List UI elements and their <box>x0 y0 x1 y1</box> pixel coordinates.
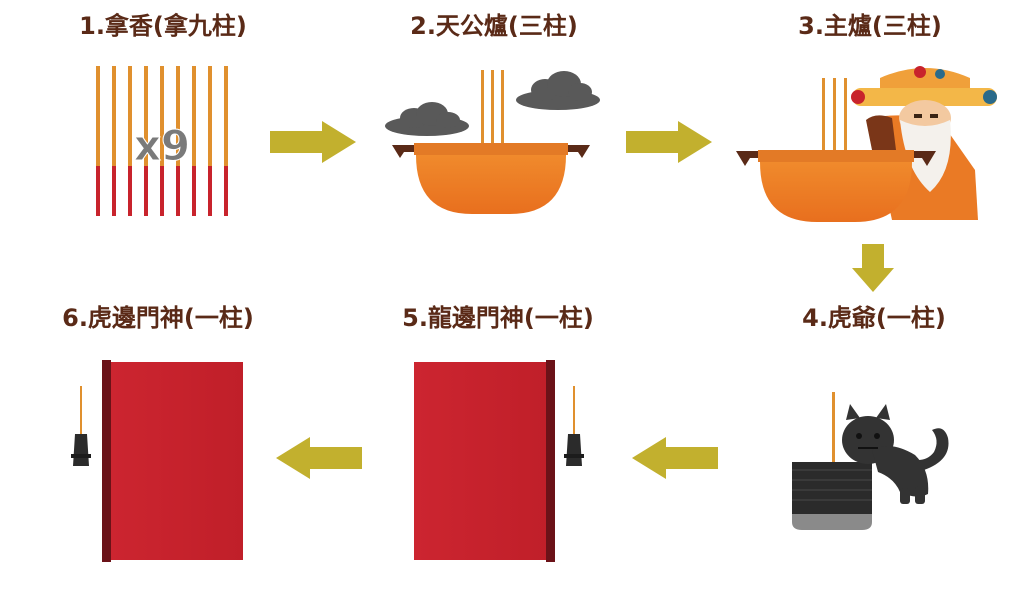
incense-stick <box>144 66 148 216</box>
incense-stick <box>96 66 100 216</box>
heaven-censer <box>385 70 600 214</box>
incense-stick <box>112 66 116 216</box>
incense-stick <box>160 66 164 216</box>
arrow-right-icon <box>626 121 712 163</box>
arrow-left-icon <box>276 437 362 479</box>
step-6-title: 6.虎邊門神(一柱) <box>62 304 254 332</box>
dragon-side-door <box>414 360 584 562</box>
tiger-god <box>792 392 949 530</box>
incense-stick <box>176 66 180 216</box>
incense-stick <box>192 66 196 216</box>
step-1-title: 1.拿香(拿九柱) <box>79 12 247 40</box>
arrow-down-icon <box>852 244 894 292</box>
incense-stick <box>128 66 132 216</box>
tiger-icon <box>842 404 949 504</box>
incense-stick <box>224 66 228 216</box>
incense-bundle: x9 <box>96 66 228 216</box>
tiger-side-door <box>71 360 243 562</box>
step-2-title: 2.天公爐(三柱) <box>410 12 578 40</box>
arrow-right-icon <box>270 121 356 163</box>
step-3-title: 3.主爐(三柱) <box>798 12 942 40</box>
arrow-left-icon <box>632 437 718 479</box>
incense-count-label: x9 <box>134 121 190 170</box>
step-5-title: 5.龍邊門神(一柱) <box>402 304 594 332</box>
cloud-icon <box>385 102 469 136</box>
main-censer <box>736 66 997 222</box>
step-4-title: 4.虎爺(一柱) <box>802 304 946 332</box>
incense-stick <box>208 66 212 216</box>
cloud-icon <box>516 71 600 110</box>
